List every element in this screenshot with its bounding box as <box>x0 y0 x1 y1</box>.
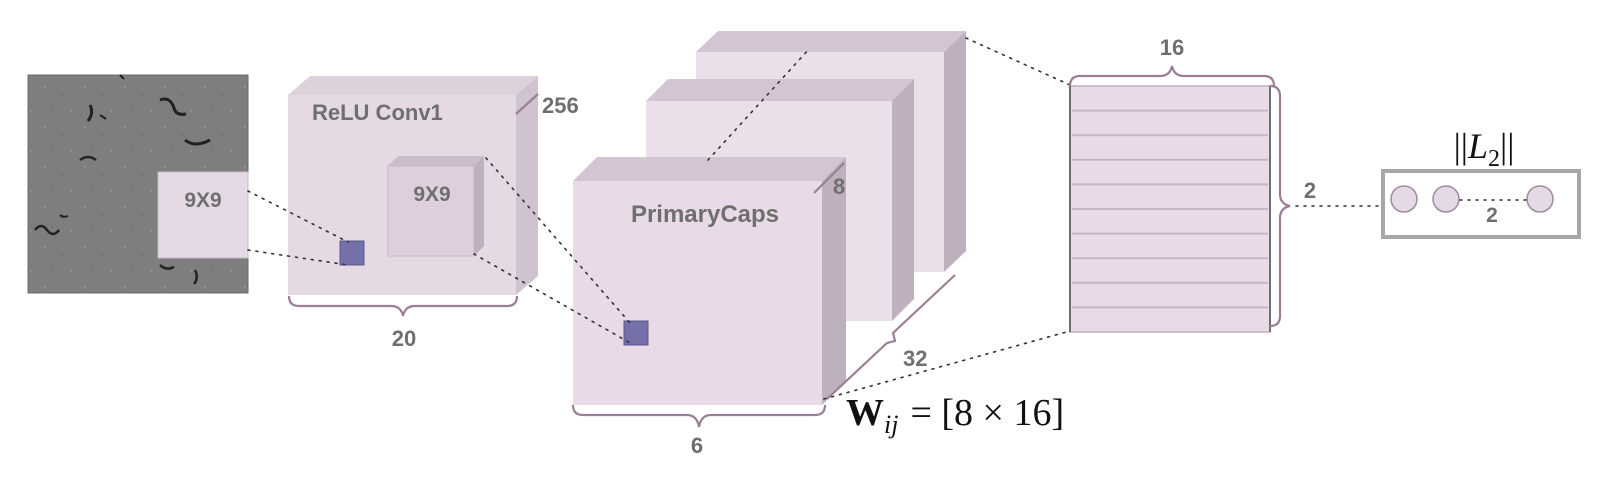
connector-line <box>247 190 349 243</box>
primarycaps-unit-square <box>623 320 649 346</box>
output-unit <box>1390 185 1418 213</box>
primarycaps-width-brace <box>571 404 827 428</box>
primarycaps-block-front: PrimaryCaps <box>573 157 846 405</box>
output-vector-box: 2 <box>1381 169 1581 239</box>
connector-line <box>965 37 1071 86</box>
digitcaps-height-label: 2 <box>1304 178 1316 203</box>
primarycaps-depth-label: 8 <box>833 174 845 199</box>
conv1-depth-label: 256 <box>542 93 579 118</box>
conv1-unit-square <box>339 240 365 266</box>
norm-prefix: || <box>1454 126 1468 166</box>
weight-subscript: ij <box>884 410 898 439</box>
norm-suffix: || <box>1500 126 1514 166</box>
primarycaps-count-label: 32 <box>903 346 927 371</box>
digitcaps-matrix <box>1069 85 1271 333</box>
norm-symbol: L <box>1467 126 1488 166</box>
conv1-kernel-label: 9X9 <box>413 183 450 206</box>
connector-line <box>707 47 811 161</box>
norm-subscript: 2 <box>1488 146 1500 172</box>
digitcaps-height-brace <box>1269 84 1291 328</box>
input-kernel-label: 9X9 <box>184 189 221 212</box>
digitcaps-width-brace <box>1068 65 1276 87</box>
weight-equation: Wij = [8 × 16] <box>846 392 1064 439</box>
conv1-width-label: 20 <box>392 326 416 351</box>
connector-line <box>473 253 633 345</box>
digitcaps-rows <box>1072 109 1268 309</box>
conv1-title: ReLU Conv1 <box>312 100 443 125</box>
conv1-width-brace <box>287 295 519 317</box>
input-kernel: 9X9 <box>157 171 249 259</box>
primarycaps-title: PrimaryCaps <box>631 201 779 228</box>
connector-line <box>247 249 349 266</box>
weight-symbol: W <box>846 392 884 434</box>
primarycaps-width-label: 6 <box>691 433 703 458</box>
output-dim-label: 2 <box>1486 204 1498 227</box>
output-norm-label: ||L2|| <box>1454 126 1515 172</box>
primarycaps-depth-brace <box>813 162 845 194</box>
output-unit <box>1432 185 1460 213</box>
digitcaps-width-label: 16 <box>1160 35 1184 60</box>
connector-line <box>823 330 1071 400</box>
conv1-inner-kernel: 9X9 <box>387 156 484 257</box>
output-unit <box>1526 185 1554 213</box>
primarycaps-count-brace <box>826 274 956 400</box>
conv1-depth-brace <box>515 93 539 115</box>
weight-equals: = [8 × 16] <box>910 392 1064 434</box>
